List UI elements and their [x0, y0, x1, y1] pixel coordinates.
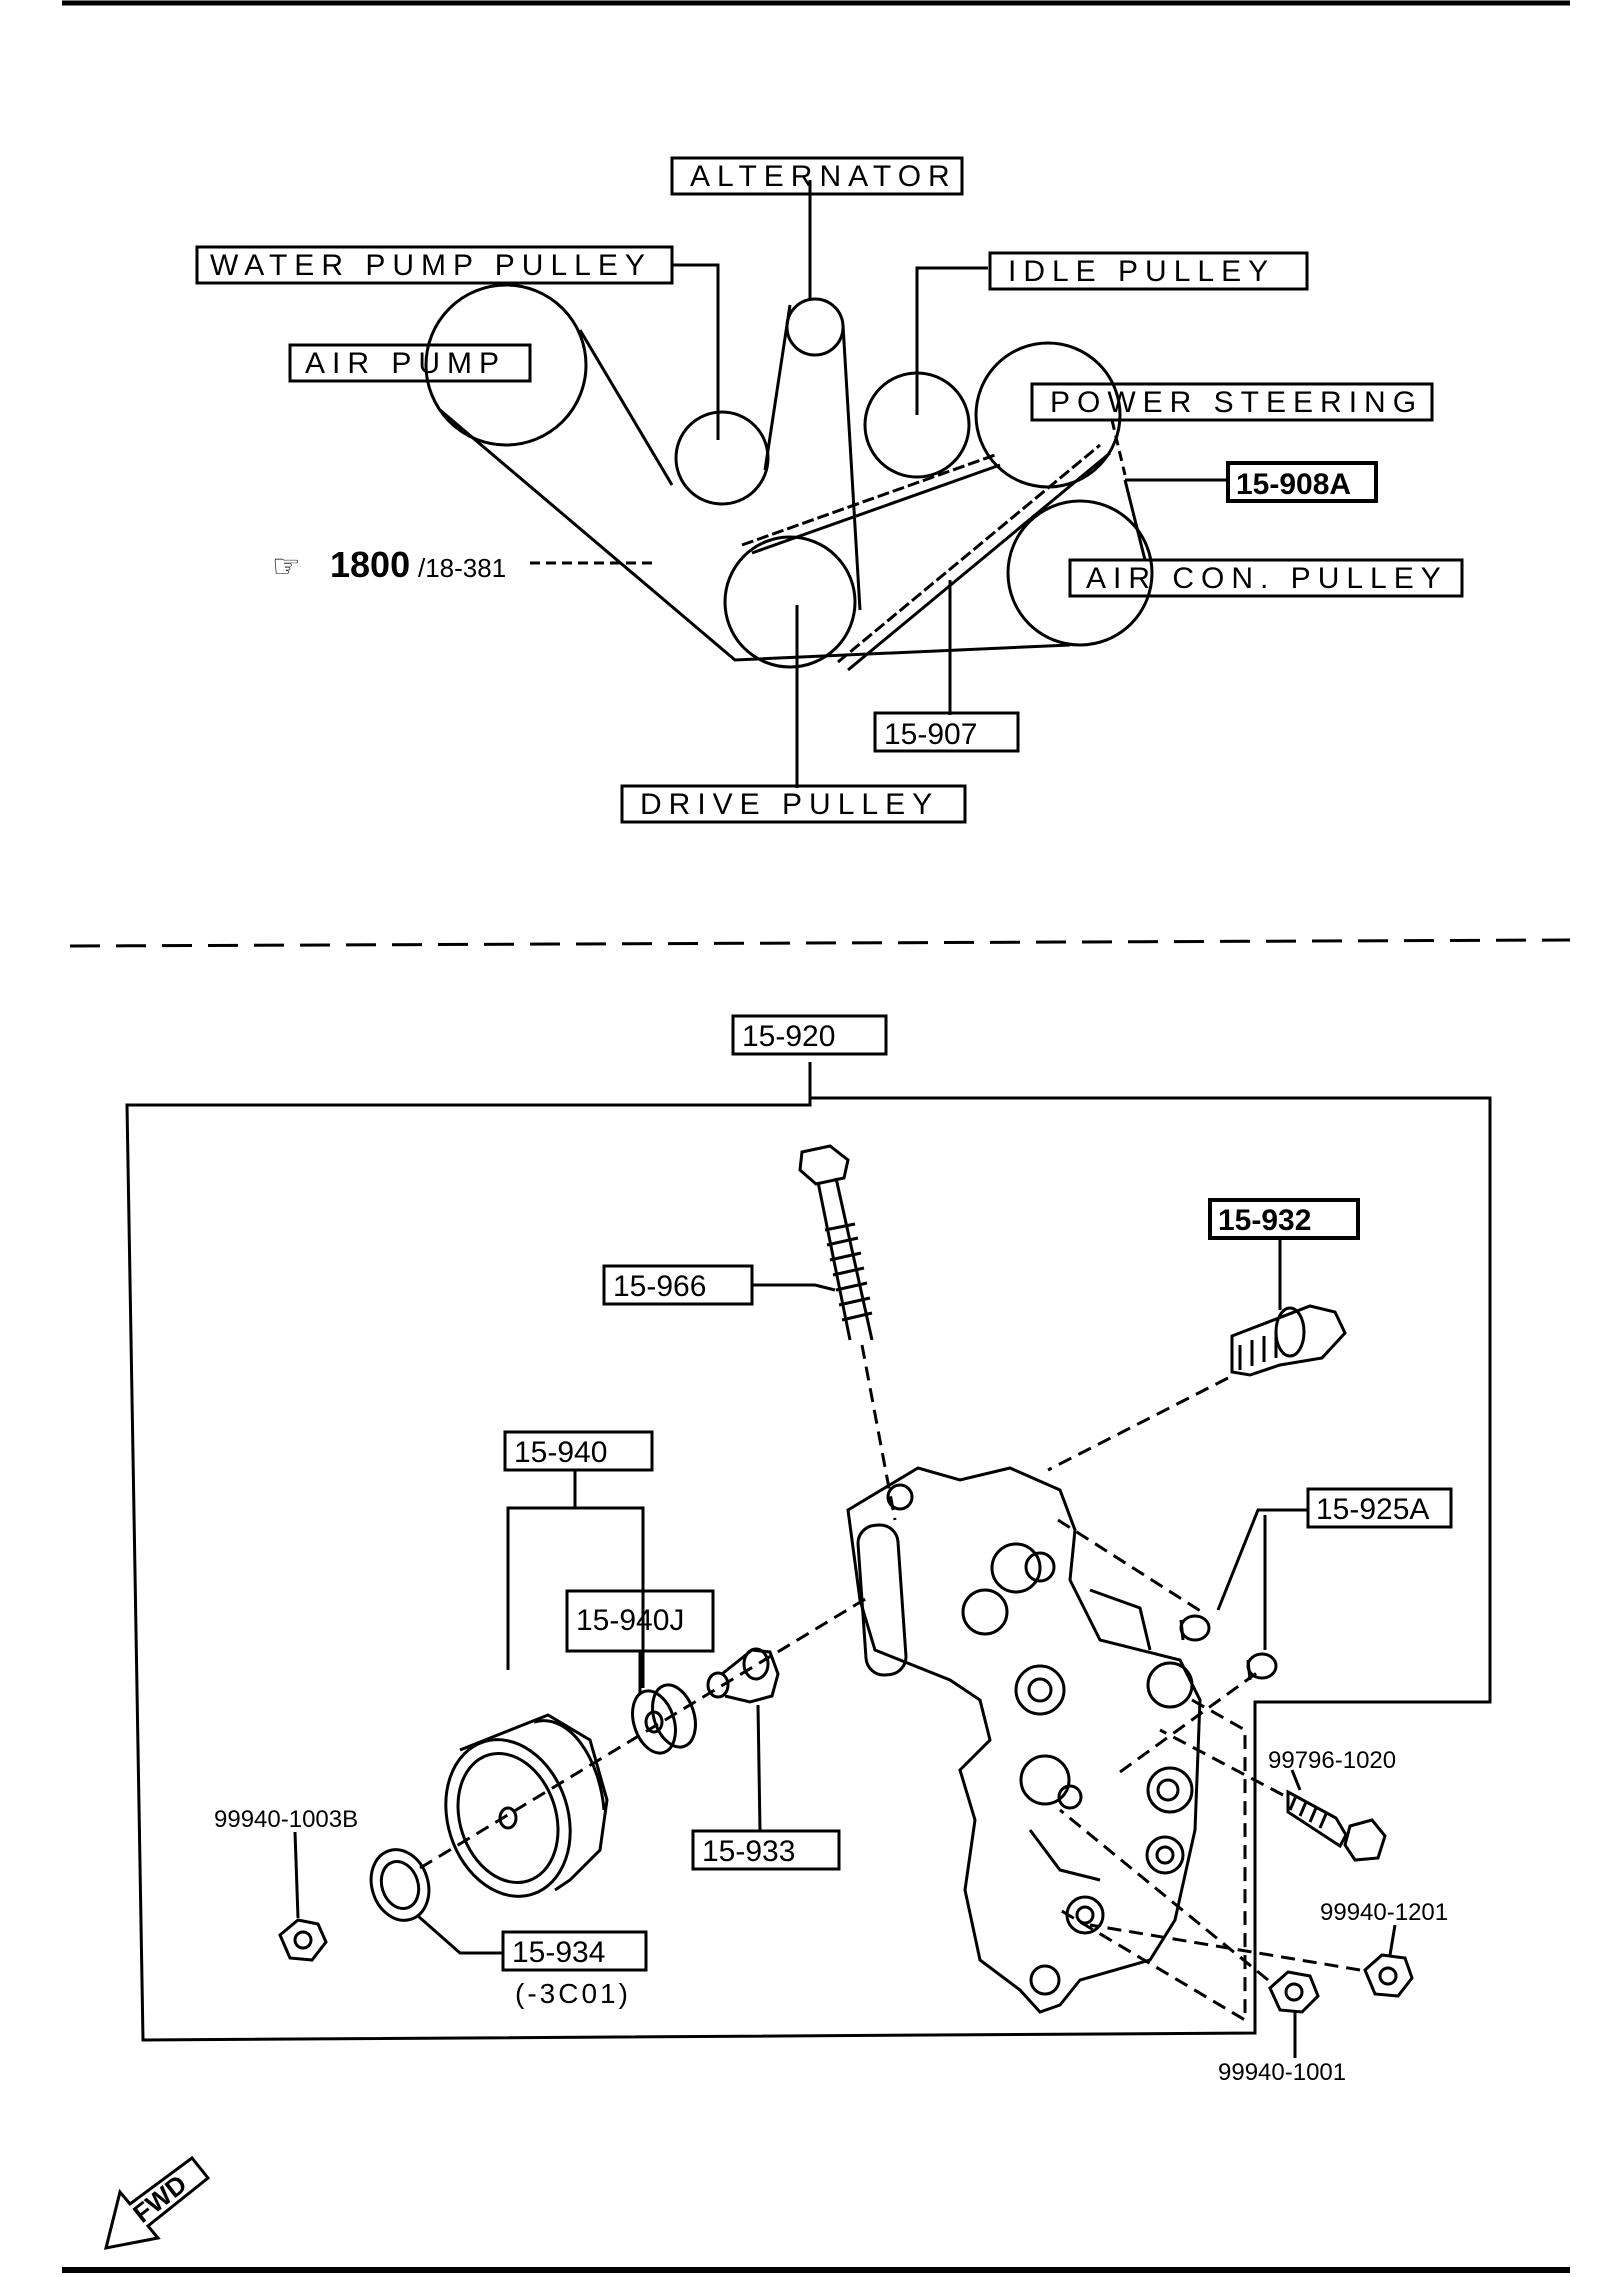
- ps-belt-lower-inner: [847, 451, 1111, 672]
- main-belt-segment-3: [841, 324, 862, 611]
- drive-pulley-shape: [723, 535, 857, 669]
- air-pump-pulley-shape: [424, 283, 588, 447]
- box-15-940J: [565, 1589, 715, 1653]
- washer-15-934-shape: [369, 1848, 431, 1922]
- box-15-966: [602, 1264, 754, 1306]
- label-air-pump: AIR PUMP: [305, 347, 506, 380]
- label-idle-pulley: IDLE PULLEY: [1008, 255, 1275, 288]
- bolt-99796-axis: [1159, 1728, 1284, 1797]
- assembly-15-920-boundary: [125, 1062, 1492, 2042]
- box-drive-pulley: [620, 784, 967, 824]
- ps-belt-lower: [837, 443, 1101, 664]
- collar-15-933-shape: [706, 1647, 780, 1704]
- box-15-925A: [1306, 1487, 1453, 1529]
- label-power-steering: POWER STEERING: [1050, 386, 1423, 419]
- leader-15-966: [752, 1283, 836, 1292]
- belt-labels: [195, 156, 1464, 824]
- fwd-arrow-icon: FWD: [103, 2155, 211, 2250]
- box-15-907: [873, 711, 1020, 753]
- label-nut-99940-1003B: 99940-1003B: [214, 1806, 358, 1833]
- bolt-15-932-shape: [1230, 1304, 1347, 1377]
- alternator-pulley-shape: [785, 297, 845, 357]
- box-15-933: [691, 1829, 841, 1871]
- bolt-15-966-shape: [798, 1144, 874, 1341]
- label-part-15-920: 15-920: [742, 1020, 835, 1053]
- section-divider: [69, 938, 1571, 948]
- box-idle-pulley: [988, 251, 1309, 291]
- label-part-15-966: 15-966: [613, 1270, 706, 1303]
- label-part-15-907: 15-907: [884, 718, 977, 751]
- leader-air-con: [1123, 479, 1147, 561]
- nut-99940-1001-shape: [1268, 1970, 1320, 2014]
- spacer-axis-b: [1119, 1670, 1259, 1774]
- bolt-15-966-axis: [860, 1344, 897, 1521]
- box-15-940: [503, 1430, 654, 1472]
- box-15-908A: [1226, 461, 1378, 503]
- leader-15-933: [756, 1704, 762, 1832]
- ps-belt-upper: [741, 453, 996, 547]
- box-power-steering: [1030, 382, 1434, 422]
- nut-99940-1201-shape: [1363, 1953, 1414, 1998]
- nut-99940-1001-axis: [1059, 1808, 1269, 1982]
- nut-99940-1003B-shape: [278, 1918, 328, 1962]
- reference-sub: /18-381: [418, 553, 506, 583]
- leader-15-925A-a: [1216, 1508, 1308, 1611]
- bracket-hidden-edge: [1059, 1698, 1247, 2023]
- box-15-934: [501, 1930, 648, 1972]
- leader-power-steering: [1110, 419, 1127, 476]
- nut-99940-1201-axis: [1089, 1923, 1361, 1972]
- label-bolt-99796-1020: 99796-1020: [1268, 1747, 1396, 1774]
- leader-15-934: [417, 1914, 503, 1955]
- box-alternator: [670, 156, 964, 196]
- reference-1800: ☞ 1800 /18-381: [272, 544, 506, 585]
- label-part-15-940J: 15-940J: [576, 1604, 684, 1637]
- belt-routing-diagram: [424, 180, 1230, 788]
- label-part-15-934: 15-934: [512, 1936, 605, 1969]
- bracket-15-940: [506, 1506, 645, 1688]
- ps-belt-upper-inner: [751, 463, 1001, 555]
- label-part-15-925A: 15-925A: [1316, 1493, 1429, 1526]
- bracket-exploded-view: [125, 1014, 1492, 2058]
- leader-99940-1003B: [293, 1831, 300, 1919]
- main-belt-outer-lower: [439, 408, 1071, 662]
- bearing-15-940J-shape: [631, 1683, 697, 1755]
- box-air-pump: [288, 343, 532, 383]
- water-pump-pulley-shape: [674, 410, 770, 506]
- reference-pointer-icon: ☞: [272, 548, 301, 584]
- idler-pulley-shape: [444, 1713, 609, 1898]
- box-15-920: [731, 1014, 888, 1056]
- label-air-con-pulley: AIR CON. PULLEY: [1086, 562, 1448, 595]
- label-washer-note: (-3C01): [515, 1978, 631, 2009]
- leader-99796-1020: [1290, 1769, 1302, 1791]
- label-part-15-933: 15-933: [702, 1835, 795, 1868]
- air-con-pulley-shape: [1006, 499, 1154, 647]
- leader-99940-1201: [1388, 1924, 1397, 1956]
- label-water-pump-pulley: WATER PUMP PULLEY: [210, 249, 652, 282]
- bolt-15-932-axis: [1047, 1376, 1229, 1472]
- label-nut-99940-1201: 99940-1201: [1320, 1899, 1448, 1926]
- box-15-932: [1208, 1198, 1360, 1240]
- pulley-axis: [419, 1593, 873, 1870]
- label-drive-pulley: DRIVE PULLEY: [640, 788, 939, 821]
- leader-water-pump: [672, 263, 720, 440]
- reference-main: 1800: [330, 544, 410, 585]
- label-nut-99940-1001: 99940-1001: [1218, 2059, 1346, 2086]
- label-part-15-908A: 15-908A: [1236, 468, 1351, 501]
- spacer-15-925A-shapes: [1179, 1614, 1278, 1681]
- label-alternator: ALTERNATOR: [690, 160, 957, 193]
- main-belt-segment-1: [578, 329, 674, 486]
- bolt-99796-1020-shape: [1286, 1789, 1387, 1862]
- main-belt-segment-2: [763, 304, 792, 471]
- bracket-body-shape: [846, 1466, 1202, 2014]
- label-part-15-932: 15-932: [1218, 1204, 1311, 1237]
- label-part-15-940: 15-940: [514, 1436, 607, 1469]
- leader-idle-pulley: [915, 266, 988, 415]
- box-air-con: [1068, 558, 1464, 598]
- box-water-pump: [195, 245, 674, 285]
- spacer-axis-a: [1057, 1518, 1203, 1614]
